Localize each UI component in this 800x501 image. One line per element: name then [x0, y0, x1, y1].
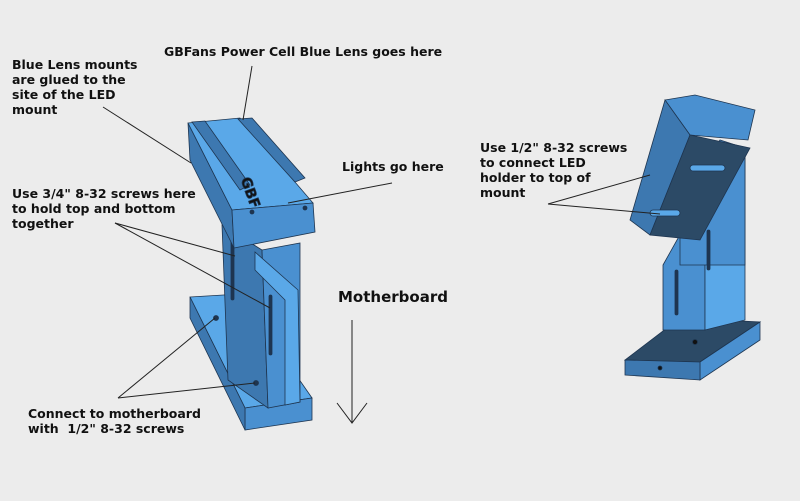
- holder-rail-left: [191, 120, 251, 191]
- left-mount-model: GBF: [187, 117, 316, 431]
- screw-slot: [230, 239, 235, 301]
- callout-lines: [102, 65, 661, 424]
- label-motherboard: Motherboard: [338, 288, 448, 306]
- label-blue-lens-mounts: Blue Lens mounts are glued to the site o…: [12, 57, 138, 117]
- label-power-cell-lens: GBFans Power Cell Blue Lens goes here: [164, 44, 443, 59]
- holder-front: [231, 202, 316, 249]
- holder-rail-right: [237, 117, 306, 183]
- label-screws-1-2: Use 1/2" 8-32 screws to connect LED hold…: [480, 140, 628, 200]
- base-side: [624, 359, 701, 381]
- stand-rib: [254, 251, 301, 406]
- screw-slot: [268, 294, 273, 356]
- stand-side: [221, 224, 269, 409]
- right-mount-model: [623, 94, 762, 381]
- label-lights: Lights go here: [342, 159, 444, 174]
- base-side-face: [189, 296, 246, 431]
- label-screws-3-4: Use 3/4" 8-32 screws here to hold top an…: [12, 186, 196, 231]
- label-connect-motherboard: Connect to motherboard with 1/2" 8-32 sc…: [28, 406, 201, 436]
